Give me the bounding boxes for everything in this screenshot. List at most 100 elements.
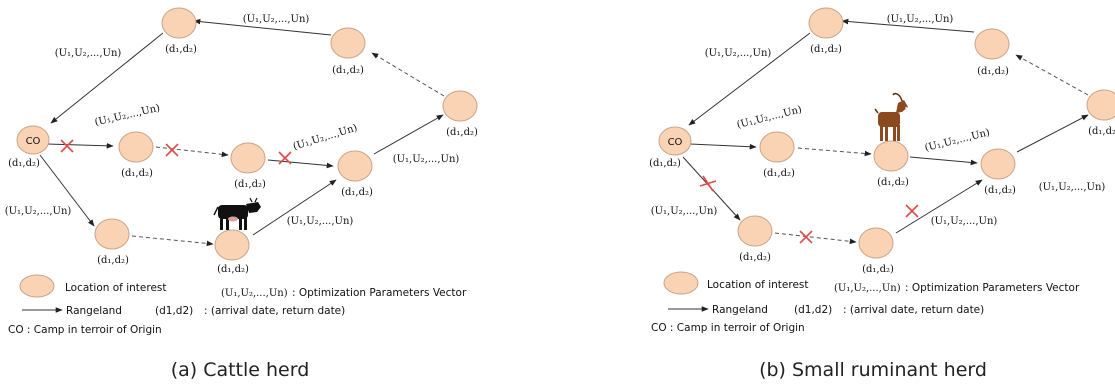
node-a-top-right-label: (d₁,d₂) bbox=[332, 65, 364, 76]
edge-b-n3-to-n4 bbox=[1016, 114, 1089, 153]
edge-a-left-vector: (U₁,U₂,...,Un) bbox=[55, 48, 122, 59]
blocked-mark-a-2 bbox=[165, 143, 179, 157]
edge-b-co-to-n1 bbox=[689, 143, 757, 150]
legend-b-dates-desc: : (arrival date, return date) bbox=[843, 304, 984, 316]
legend-b-node-swatch bbox=[663, 271, 699, 295]
edge-b-top bbox=[841, 18, 975, 33]
edge-b-right-vector: (U₁,U₂,...,Un) bbox=[1039, 182, 1106, 193]
edge-b-b1-to-b2 bbox=[774, 232, 857, 245]
caption-a: (a) Cattle herd bbox=[171, 359, 310, 381]
caption-b: (b) Small ruminant herd bbox=[759, 359, 987, 381]
node-b-bottom-2-label: (d₁,d₂) bbox=[862, 264, 894, 275]
node-b-right-label: (d₁,d₂) bbox=[1088, 126, 1115, 137]
edge-a-bottom-vector: (U₁,U₂,...,Un) bbox=[287, 216, 354, 227]
node-a-mid-2 bbox=[230, 142, 266, 174]
node-a-bottom-2 bbox=[214, 229, 250, 261]
node-a-top-right bbox=[330, 27, 366, 59]
node-b-bottom-1-label: (d₁,d₂) bbox=[739, 252, 771, 263]
node-b-right bbox=[1086, 89, 1115, 121]
cow-icon bbox=[213, 197, 261, 230]
edge-a-n2-to-n3 bbox=[267, 159, 334, 169]
legend-a-dates-symbol: (d1,d2) bbox=[155, 305, 193, 317]
node-a-mid-2-label: (d₁,d₂) bbox=[234, 179, 266, 190]
node-b-top-left bbox=[808, 7, 844, 39]
edge-b-bottom-vector: (U₁,U₂,...,Un) bbox=[931, 216, 998, 227]
blocked-mark-b-1 bbox=[699, 175, 717, 192]
panel-small-ruminant: CO (d₁,d₂) (d₁,d₂) (d₁,d₂) (d₁,d₂) (d₁,d… bbox=[649, 7, 1115, 381]
camp-label-b: CO bbox=[668, 137, 683, 148]
legend-b-location: Location of interest bbox=[707, 279, 809, 291]
legend-a-node-swatch bbox=[19, 274, 55, 298]
legend-b-rangeland: Rangeland bbox=[712, 304, 768, 316]
node-a-mid-1-label: (d₁,d₂) bbox=[121, 168, 153, 179]
legend-a-dates-desc: : (arrival date, return date) bbox=[204, 305, 345, 317]
legend-b-vector-desc: : Optimization Parameters Vector bbox=[905, 282, 1080, 294]
node-a-mid-3 bbox=[337, 150, 373, 182]
edge-a-top bbox=[193, 18, 332, 36]
node-a-right bbox=[442, 90, 478, 122]
node-b-top-left-label: (d₁,d₂) bbox=[810, 44, 842, 55]
panel-cattle: CO (d₁,d₂) (d₁,d₂) (d₁,d₂) (d₁,d₂) (d₁,d… bbox=[5, 7, 478, 381]
legend-b-vector-symbol: (U₁,U₂,...,Un) bbox=[834, 283, 901, 294]
edge-b-n1-to-n2 bbox=[797, 147, 872, 157]
edge-a-co-to-n1 bbox=[46, 143, 114, 149]
blocked-mark-b-3 bbox=[905, 204, 919, 218]
legend-a-vector-symbol: (U₁,U₂,...,Un) bbox=[221, 288, 288, 299]
camp-node-a bbox=[16, 125, 50, 155]
edge-b-mid3-vector: (U₁,U₂,...,Un) bbox=[924, 127, 991, 154]
node-b-top-right-label: (d₁,d₂) bbox=[977, 66, 1009, 77]
camp-node-b bbox=[658, 126, 692, 156]
camp-a-dates-label: (d₁,d₂) bbox=[8, 158, 40, 169]
node-a-top-left-label: (d₁,d₂) bbox=[165, 44, 197, 55]
node-b-mid-3 bbox=[980, 148, 1016, 180]
edge-a-left-top bbox=[50, 32, 164, 124]
edge-a-mid-vector: (U₁,U₂,...,Un) bbox=[94, 103, 161, 129]
blocked-mark-a-1 bbox=[60, 139, 74, 153]
edge-b-b2-to-n3 bbox=[895, 179, 983, 234]
node-b-bottom-1 bbox=[737, 215, 773, 247]
edge-a-bottom-left-vector: (U₁,U₂,...,Un) bbox=[5, 206, 72, 217]
edge-a-right-vector: (U₁,U₂,...,Un) bbox=[393, 154, 460, 165]
edge-b-left-top bbox=[688, 32, 811, 126]
edge-b-left-vector: (U₁,U₂,...,Un) bbox=[705, 48, 772, 59]
node-b-mid-2 bbox=[873, 140, 909, 172]
camp-label-a: CO bbox=[26, 136, 41, 147]
node-b-mid-1-label: (d₁,d₂) bbox=[763, 168, 795, 179]
edge-a-b2-to-n3 bbox=[252, 179, 337, 236]
legend-a-location: Location of interest bbox=[65, 282, 167, 294]
edge-a-top-vector: (U₁,U₂,...,Un) bbox=[243, 14, 310, 25]
edge-b-mid-vector: (U₁,U₂,...,Un) bbox=[736, 104, 803, 131]
legend-a-vector-desc: : Optimization Parameters Vector bbox=[292, 287, 467, 299]
edge-b-right-dashed bbox=[1015, 54, 1089, 96]
node-a-bottom-1 bbox=[94, 218, 130, 250]
node-a-mid-1 bbox=[118, 131, 154, 163]
legend-b-dates-symbol: (d1,d2) bbox=[794, 304, 832, 316]
node-a-bottom-2-label: (d₁,d₂) bbox=[217, 264, 249, 275]
blocked-mark-a-3 bbox=[278, 151, 292, 165]
node-b-top-right bbox=[974, 28, 1010, 60]
node-a-right-label: (d₁,d₂) bbox=[446, 127, 478, 138]
goat-icon bbox=[874, 92, 908, 141]
node-b-mid-2-label: (d₁,d₂) bbox=[877, 177, 909, 188]
edge-a-n1-to-n2 bbox=[155, 146, 229, 158]
node-b-bottom-2 bbox=[858, 227, 894, 259]
legend-a-rangeland: Rangeland bbox=[66, 305, 122, 317]
edge-b-n2-to-n3 bbox=[909, 156, 978, 166]
edge-a-right-dashed bbox=[371, 52, 445, 97]
edge-a-mid3-vector: (U₁,U₂,...,Un) bbox=[292, 123, 359, 153]
node-a-mid-3-label: (d₁,d₂) bbox=[341, 187, 373, 198]
edge-b-top-vector: (U₁,U₂,...,Un) bbox=[887, 14, 954, 25]
blocked-mark-b-2 bbox=[799, 230, 813, 244]
edge-a-co-to-b1 bbox=[39, 154, 95, 227]
edge-a-b1-to-b2 bbox=[131, 235, 214, 247]
camp-b-dates-label: (d₁,d₂) bbox=[649, 158, 681, 169]
node-b-mid-3-label: (d₁,d₂) bbox=[984, 185, 1016, 196]
node-a-bottom-1-label: (d₁,d₂) bbox=[97, 255, 129, 266]
legend-a-camp: CO : Camp in terroir of Origin bbox=[8, 324, 162, 336]
legend-b-camp: CO : Camp in terroir of Origin bbox=[651, 322, 805, 334]
node-a-top-left bbox=[161, 7, 197, 39]
edge-a-n3-to-n4 bbox=[373, 114, 444, 155]
node-b-mid-1 bbox=[759, 131, 795, 163]
edge-b-bottom-left-vector: (U₁,U₂,...,Un) bbox=[651, 206, 718, 217]
